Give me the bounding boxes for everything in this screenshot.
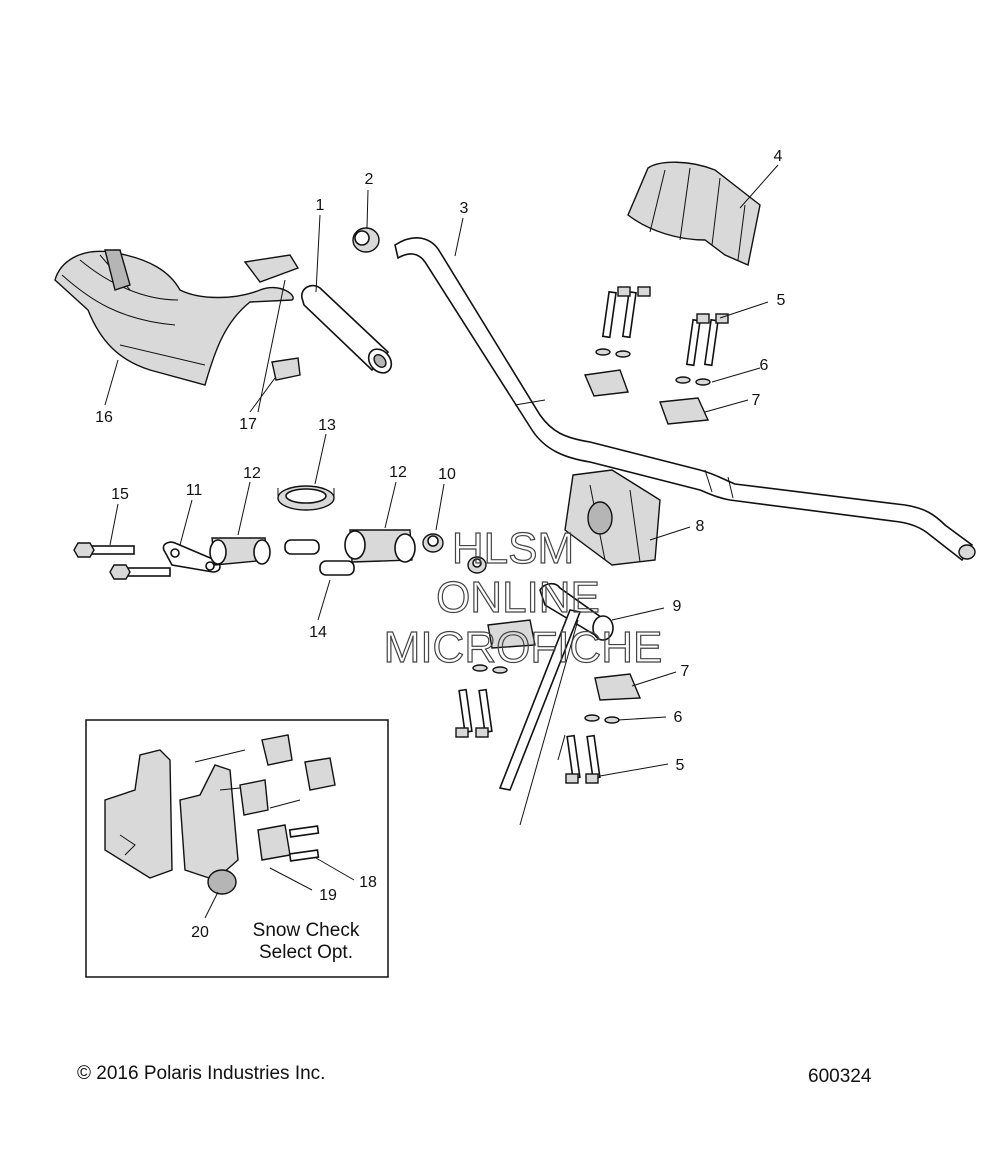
callout-15: 15	[111, 486, 129, 503]
callout-3: 3	[460, 200, 469, 217]
copyright: © 2016 Polaris Industries Inc.	[77, 1063, 326, 1084]
watermark: HLSM ONLINE MICROFICHE	[383, 523, 663, 672]
callout-2: 2	[365, 171, 374, 188]
callout-16: 16	[95, 409, 113, 426]
bar-end-plug	[352, 227, 380, 253]
callout-8: 8	[696, 518, 705, 535]
washers-lower	[472, 664, 620, 724]
callout-13: 13	[318, 417, 336, 434]
callout-12b: 12	[389, 464, 407, 481]
clamps-lower	[487, 619, 642, 701]
riser-block	[564, 469, 661, 566]
callout-1: 1	[316, 197, 325, 214]
svg-text:MICROFICHE: MICROFICHE	[384, 623, 663, 672]
callout-5b: 5	[676, 757, 685, 774]
grip	[301, 284, 393, 374]
callout-14: 14	[309, 624, 327, 641]
washers-upper	[595, 348, 711, 386]
callout-10: 10	[438, 466, 456, 483]
bolts-upper	[601, 286, 729, 367]
callout-6b: 6	[674, 709, 683, 726]
spacers	[284, 539, 355, 576]
handlebar	[394, 237, 976, 562]
clamp-12-right	[344, 529, 416, 563]
bolts-15	[73, 542, 171, 580]
callout-18: 18	[359, 874, 377, 891]
callout-9: 9	[673, 598, 682, 615]
callout-11: 11	[186, 482, 203, 499]
inset-note: Snow Check Select Opt.	[236, 920, 376, 964]
callout-4: 4	[774, 148, 783, 165]
callout-6: 6	[760, 357, 769, 374]
riser-cover	[627, 161, 761, 266]
clamps-upper	[583, 369, 710, 425]
callout-20: 20	[191, 924, 209, 941]
svg-text:ONLINE: ONLINE	[436, 573, 600, 622]
inset-note-line-2: Select Opt.	[259, 942, 353, 963]
callout-5: 5	[777, 292, 786, 309]
hand-guard	[54, 249, 294, 386]
callout-19: 19	[319, 887, 337, 904]
callout-12a: 12	[243, 465, 261, 482]
figure-number: 600324	[808, 1066, 872, 1087]
inset-box	[85, 719, 389, 978]
ring	[277, 485, 335, 511]
leader-lines	[104, 164, 779, 919]
bushings	[422, 533, 487, 574]
callout-7b: 7	[681, 663, 690, 680]
bolts-lower	[455, 688, 601, 784]
inset-note-line-1: Snow Check	[252, 920, 360, 941]
clamp-12-left	[209, 537, 271, 566]
guard-clamp	[243, 254, 301, 381]
svg-text:HLSM: HLSM	[452, 524, 574, 573]
callout-17: 17	[239, 416, 257, 433]
callout-7: 7	[752, 392, 761, 409]
steering-post	[498, 582, 614, 826]
callout-numbers: 1 2 3 4 5 6 7 8 9 7 6 5 10 11 12 12 13 1…	[95, 148, 785, 941]
